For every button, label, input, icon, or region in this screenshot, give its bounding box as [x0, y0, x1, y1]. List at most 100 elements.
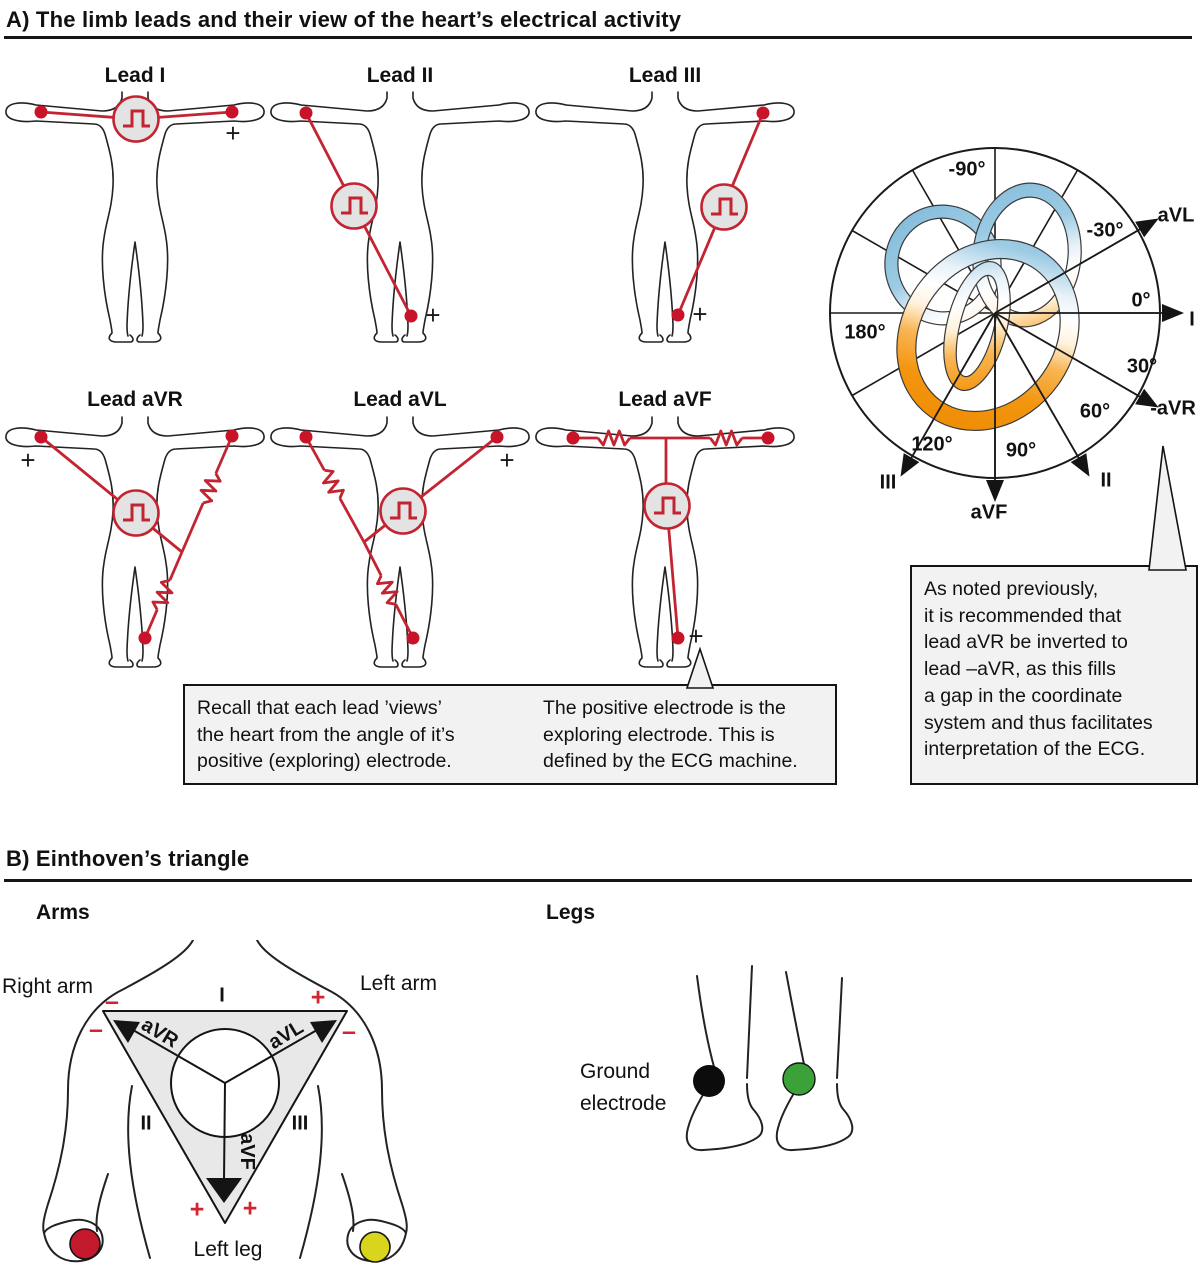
axis-avl-label: aVL [1157, 204, 1195, 227]
lead-axis-arrowhead [1135, 388, 1159, 408]
angle-180: 180° [844, 321, 886, 344]
resistor-zigzag [151, 578, 174, 611]
section-b-divider [4, 879, 1192, 882]
body-outline-svg: + [5, 91, 265, 343]
electrode-dot [299, 430, 313, 444]
left-arm-label: Left arm [360, 972, 438, 995]
note-views: Recall that each lead ’views’ the heart … [183, 684, 533, 785]
resistor-zigzag [596, 429, 632, 447]
note-inverted-avr: As noted previously, it is recommended t… [910, 565, 1198, 785]
lead-wire [40, 435, 183, 554]
galvanometer-icon [643, 482, 691, 530]
resistor-zigzag [709, 429, 744, 447]
positive-electrode-sign: + [425, 300, 440, 330]
electrode-dot [404, 309, 418, 323]
resistor-zigzag [376, 575, 399, 606]
resistor-zigzag [322, 468, 345, 499]
hexaxial-dial-drawing [795, 113, 1200, 533]
augmented-lead-axis [132, 1029, 226, 1084]
arms-label: Arms [36, 901, 90, 924]
ground-legs-drawing [600, 960, 960, 1210]
lead-wire [214, 435, 234, 475]
minus-left-arm-side: – [342, 1017, 356, 1046]
body-outline [5, 416, 265, 668]
lead-wire [362, 541, 383, 577]
left-arm-electrode [359, 1231, 391, 1263]
electrode-dot [225, 105, 239, 119]
angle-30: 30° [1126, 355, 1158, 378]
axis-neg-avr-label: -aVR [1150, 397, 1196, 420]
minus-right-arm-top: – [105, 987, 119, 1016]
lead-avf-figure: + [530, 415, 800, 671]
body-outline-svg: + [270, 91, 530, 343]
lead-axis-arrowhead [1135, 218, 1159, 238]
electrode-dot [138, 631, 152, 645]
lead-axis-shaft [907, 312, 996, 464]
galvanometer-icon [112, 95, 160, 143]
body-outline-svg: + [270, 416, 530, 668]
plus-left-arm: + [310, 983, 326, 1012]
lead-axis-shaft [994, 312, 1146, 401]
plus-left-leg-a: + [189, 1195, 205, 1224]
angle-0: 0° [1131, 289, 1151, 312]
positive-electrode-sign: + [20, 445, 35, 475]
lead-axis-arrowhead [1162, 304, 1184, 322]
angle-minus90: -90° [948, 158, 986, 181]
electrode-dot [299, 106, 313, 120]
galvanometer-icon [330, 182, 378, 230]
avf-arrowhead [206, 1178, 242, 1203]
axis-avf-label: aVF [970, 501, 1008, 524]
galvanometer-icon [379, 487, 427, 535]
legs-label: Legs [546, 901, 596, 924]
section-a-divider [4, 36, 1192, 39]
electrode-dot [34, 430, 48, 444]
ground-electrode-black [693, 1065, 725, 1097]
lead-axis-arrowhead [900, 453, 920, 477]
body-outline [270, 416, 530, 668]
angle-90: 90° [1005, 439, 1037, 462]
positive-electrode-sign: + [688, 621, 703, 651]
resistor-zigzag [199, 472, 222, 505]
augmented-lead-axis [224, 1029, 318, 1084]
axis-i-label: I [1189, 308, 1195, 331]
body-outline-svg: + [535, 416, 795, 668]
plus-left-leg-b: + [242, 1194, 258, 1223]
lead-avr-label: Lead aVR [87, 388, 183, 411]
left-leg-label: Left leg [193, 1238, 263, 1261]
body-outline-svg: + [5, 416, 265, 668]
ground-electrode-label: Ground electrode [580, 1060, 667, 1115]
lead-i-figure: + [0, 90, 270, 346]
pulse-wave-icon [654, 496, 681, 515]
positive-electrode-sign: + [499, 445, 514, 475]
section-b-title: B) Einthoven’s triangle [6, 846, 250, 871]
torso-outline [42, 940, 408, 1263]
lead-axis-shaft [994, 312, 1083, 464]
electrode-dot [761, 431, 775, 445]
angle-60: 60° [1079, 400, 1111, 423]
electrode-dot [34, 105, 48, 119]
electrode-dot [225, 429, 239, 443]
ground-electrode-green [782, 1062, 816, 1096]
body-outline-svg: + [535, 91, 795, 343]
electrode-dot [490, 430, 504, 444]
pulse-wave-icon [341, 196, 368, 215]
heart-chamber [896, 239, 1080, 431]
positive-electrode-sign: + [225, 118, 240, 148]
legs-outline [685, 965, 854, 1152]
hexaxial-circle-svg [829, 147, 1184, 502]
lead-iii-label: Lead III [628, 64, 702, 87]
lead-avl-figure: + [265, 415, 535, 671]
legs-svg [685, 965, 854, 1152]
pulse-wave-icon [711, 197, 738, 216]
electrode-dot [671, 631, 685, 645]
lead-wire [168, 551, 184, 581]
positive-electrode-sign: + [692, 299, 707, 329]
avr-arrowhead [113, 1020, 140, 1043]
avl-arrowhead [310, 1020, 337, 1043]
torso-svg [42, 940, 408, 1263]
hexaxial-dial: -90° -30° 0° 30° 60° 90° 120° 180° aVL I… [795, 113, 1200, 533]
right-arm-label: Right arm [2, 975, 94, 998]
axis-iii-label: III [879, 471, 897, 494]
body-outline [270, 91, 530, 343]
